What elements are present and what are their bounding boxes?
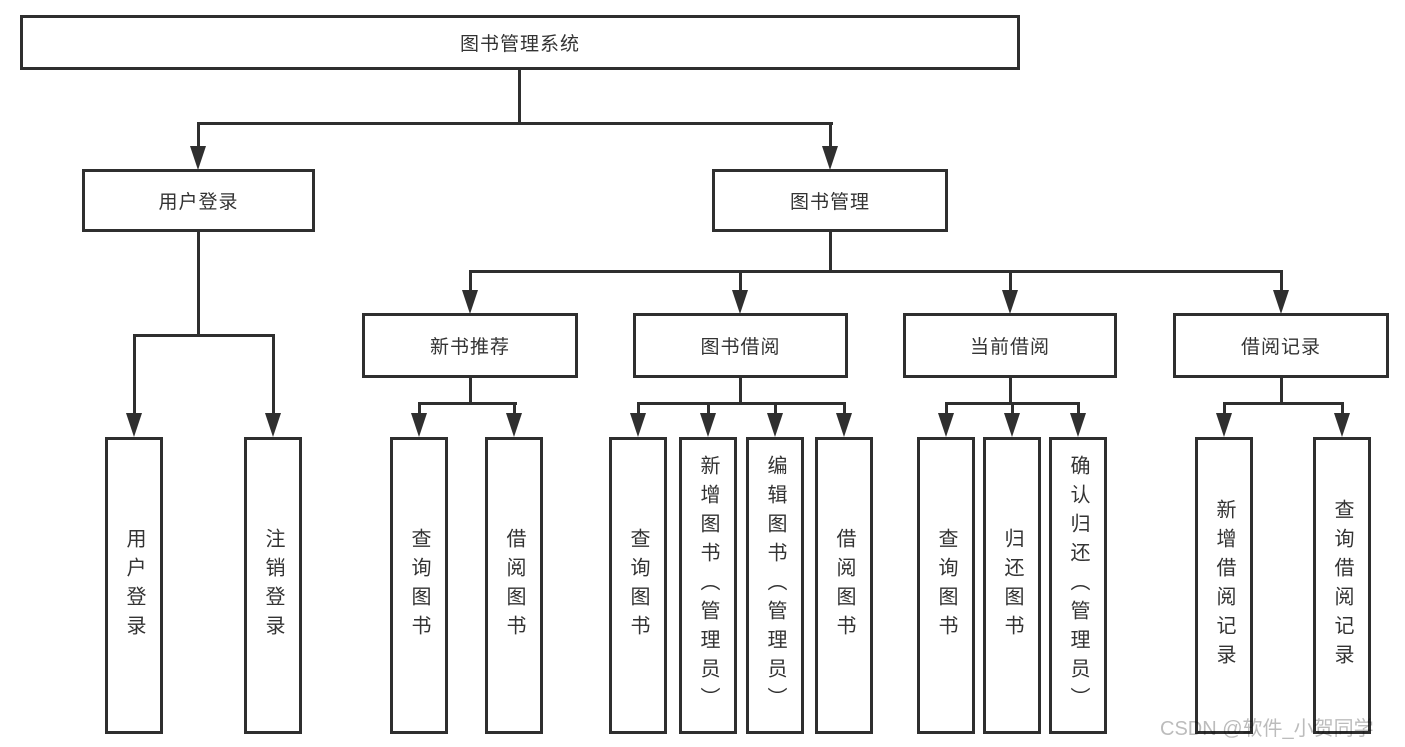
node-user-login: 用户登录	[82, 169, 315, 232]
node-logout: 注销登录	[244, 437, 302, 734]
arrow-down-icon	[265, 413, 281, 437]
node-label: 图书管理系统	[459, 34, 580, 55]
node-label: 图书借阅	[700, 337, 781, 358]
node-br-query-record: 查询借阅记录	[1313, 437, 1371, 734]
arrow-down-icon	[822, 146, 838, 170]
arrow-down-icon	[1070, 413, 1086, 437]
node-nb-borrow-books: 借阅图书	[485, 437, 543, 734]
connector-v	[1009, 378, 1012, 405]
connector-v	[133, 334, 136, 415]
connector-v	[197, 122, 200, 148]
node-cb-return-books: 归还图书	[983, 437, 1041, 734]
connector-v	[518, 69, 521, 125]
node-label: 查询借阅记录	[1331, 498, 1353, 673]
node-book-borrow: 图书借阅	[633, 313, 848, 378]
arrow-down-icon	[462, 290, 478, 314]
node-system-root: 图书管理系统	[20, 15, 1020, 70]
connector-v	[1280, 270, 1283, 292]
arrow-down-icon	[1004, 413, 1020, 437]
node-nb-query-books: 查询图书	[390, 437, 448, 734]
node-label: 新增借阅记录	[1213, 498, 1235, 673]
node-bb-query-books: 查询图书	[609, 437, 667, 734]
node-label: 确认归还（管理员）	[1067, 455, 1089, 716]
arrow-down-icon	[1273, 290, 1289, 314]
connector-v	[637, 402, 640, 416]
node-bb-edit-books: 编辑图书（管理员）	[746, 437, 804, 734]
node-label: 借阅图书	[503, 527, 525, 644]
connector-v	[829, 122, 832, 148]
node-bb-borrow-books: 借阅图书	[815, 437, 873, 734]
connector-v	[469, 270, 472, 292]
connector-h	[197, 122, 833, 125]
connector-h	[1223, 402, 1344, 405]
connector-v	[1341, 402, 1344, 416]
node-new-book-recommend: 新书推荐	[362, 313, 578, 378]
arrow-down-icon	[1216, 413, 1232, 437]
node-label: 查询图书	[935, 527, 957, 644]
connector-v	[945, 402, 948, 416]
connector-v	[739, 270, 742, 292]
node-current-borrow: 当前借阅	[903, 313, 1117, 378]
arrow-down-icon	[630, 413, 646, 437]
connector-v	[418, 402, 421, 416]
connector-v	[272, 334, 275, 415]
arrow-down-icon	[938, 413, 954, 437]
node-borrow-records: 借阅记录	[1173, 313, 1389, 378]
connector-v	[1077, 402, 1080, 416]
connector-v	[513, 402, 516, 416]
node-label: 新书推荐	[429, 337, 510, 358]
arrow-down-icon	[700, 413, 716, 437]
arrow-down-icon	[190, 146, 206, 170]
node-bb-add-books: 新增图书（管理员）	[679, 437, 737, 734]
connector-h	[418, 402, 517, 405]
node-label: 借阅记录	[1240, 337, 1321, 358]
connector-v	[1011, 402, 1014, 416]
connector-h	[469, 270, 1283, 273]
node-book-management: 图书管理	[712, 169, 948, 232]
arrow-down-icon	[1334, 413, 1350, 437]
connector-v	[843, 402, 846, 416]
node-label: 新增图书（管理员）	[697, 455, 719, 716]
node-label: 查询图书	[627, 527, 649, 644]
connector-v	[829, 232, 832, 273]
connector-v	[1280, 378, 1283, 405]
arrow-down-icon	[732, 290, 748, 314]
node-br-add-record: 新增借阅记录	[1195, 437, 1253, 734]
node-cb-confirm-return: 确认归还（管理员）	[1049, 437, 1107, 734]
watermark: CSDN @软件_小贺同学	[1160, 718, 1374, 740]
connector-h	[133, 334, 275, 337]
node-label: 图书管理	[789, 192, 870, 213]
arrow-down-icon	[411, 413, 427, 437]
arrow-down-icon	[1002, 290, 1018, 314]
node-label: 用户登录	[158, 192, 239, 213]
connector-h	[637, 402, 846, 405]
arrow-down-icon	[126, 413, 142, 437]
node-label: 用户登录	[123, 527, 145, 644]
arrow-down-icon	[506, 413, 522, 437]
connector-v	[469, 378, 472, 405]
node-label: 借阅图书	[833, 527, 855, 644]
node-cb-query-books: 查询图书	[917, 437, 975, 734]
arrow-down-icon	[836, 413, 852, 437]
node-login: 用户登录	[105, 437, 163, 734]
connector-v	[1009, 270, 1012, 292]
node-label: 查询图书	[408, 527, 430, 644]
node-label: 归还图书	[1001, 527, 1023, 644]
connector-v	[739, 378, 742, 405]
node-label: 注销登录	[262, 527, 284, 644]
arrow-down-icon	[767, 413, 783, 437]
connector-v	[707, 402, 710, 416]
connector-v	[197, 232, 200, 337]
node-label: 当前借阅	[969, 337, 1050, 358]
node-label: 编辑图书（管理员）	[764, 455, 786, 716]
connector-v	[1223, 402, 1226, 416]
connector-v	[774, 402, 777, 416]
